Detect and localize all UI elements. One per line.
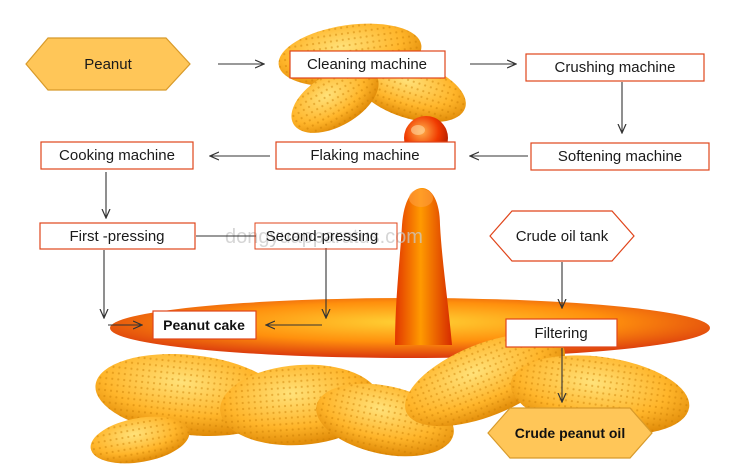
- node-cooking-label: Cooking machine: [59, 147, 175, 164]
- node-softening-label: Softening machine: [558, 148, 682, 165]
- node-second-pressing: Second-pressing: [254, 222, 398, 250]
- node-crude-peanut-oil: Crude peanut oil: [487, 407, 653, 459]
- node-crushing-label: Crushing machine: [555, 59, 676, 76]
- node-filtering: Filtering: [505, 318, 618, 348]
- node-second-pressing-label: Second-pressing: [266, 228, 379, 245]
- node-filtering-label: Filtering: [534, 325, 587, 342]
- node-flaking-machine: Flaking machine: [275, 141, 456, 170]
- node-crude-peanut-oil-label: Crude peanut oil: [515, 425, 625, 441]
- node-crushing-machine: Crushing machine: [525, 53, 705, 82]
- node-peanut: Peanut: [25, 37, 191, 91]
- node-cooking-machine: Cooking machine: [40, 141, 194, 170]
- node-flaking-label: Flaking machine: [310, 147, 419, 164]
- node-peanut-label: Peanut: [84, 56, 132, 73]
- node-cleaning-label: Cleaning machine: [307, 56, 427, 73]
- node-crude-oil-tank-label: Crude oil tank: [516, 228, 609, 245]
- node-cleaning-machine: Cleaning machine: [289, 50, 446, 79]
- node-softening-machine: Softening machine: [530, 142, 710, 171]
- flow-arrows: [104, 64, 622, 402]
- node-crude-oil-tank: Crude oil tank: [489, 210, 635, 262]
- node-peanut-cake-label: Peanut cake: [163, 317, 245, 333]
- watermark-text: dongyuapparatus.com: [225, 226, 423, 248]
- peanut-illustration-bottom: [90, 333, 690, 464]
- node-peanut-cake: Peanut cake: [152, 310, 257, 340]
- node-first-pressing-label: First -pressing: [69, 228, 164, 245]
- node-first-pressing: First -pressing: [39, 222, 196, 250]
